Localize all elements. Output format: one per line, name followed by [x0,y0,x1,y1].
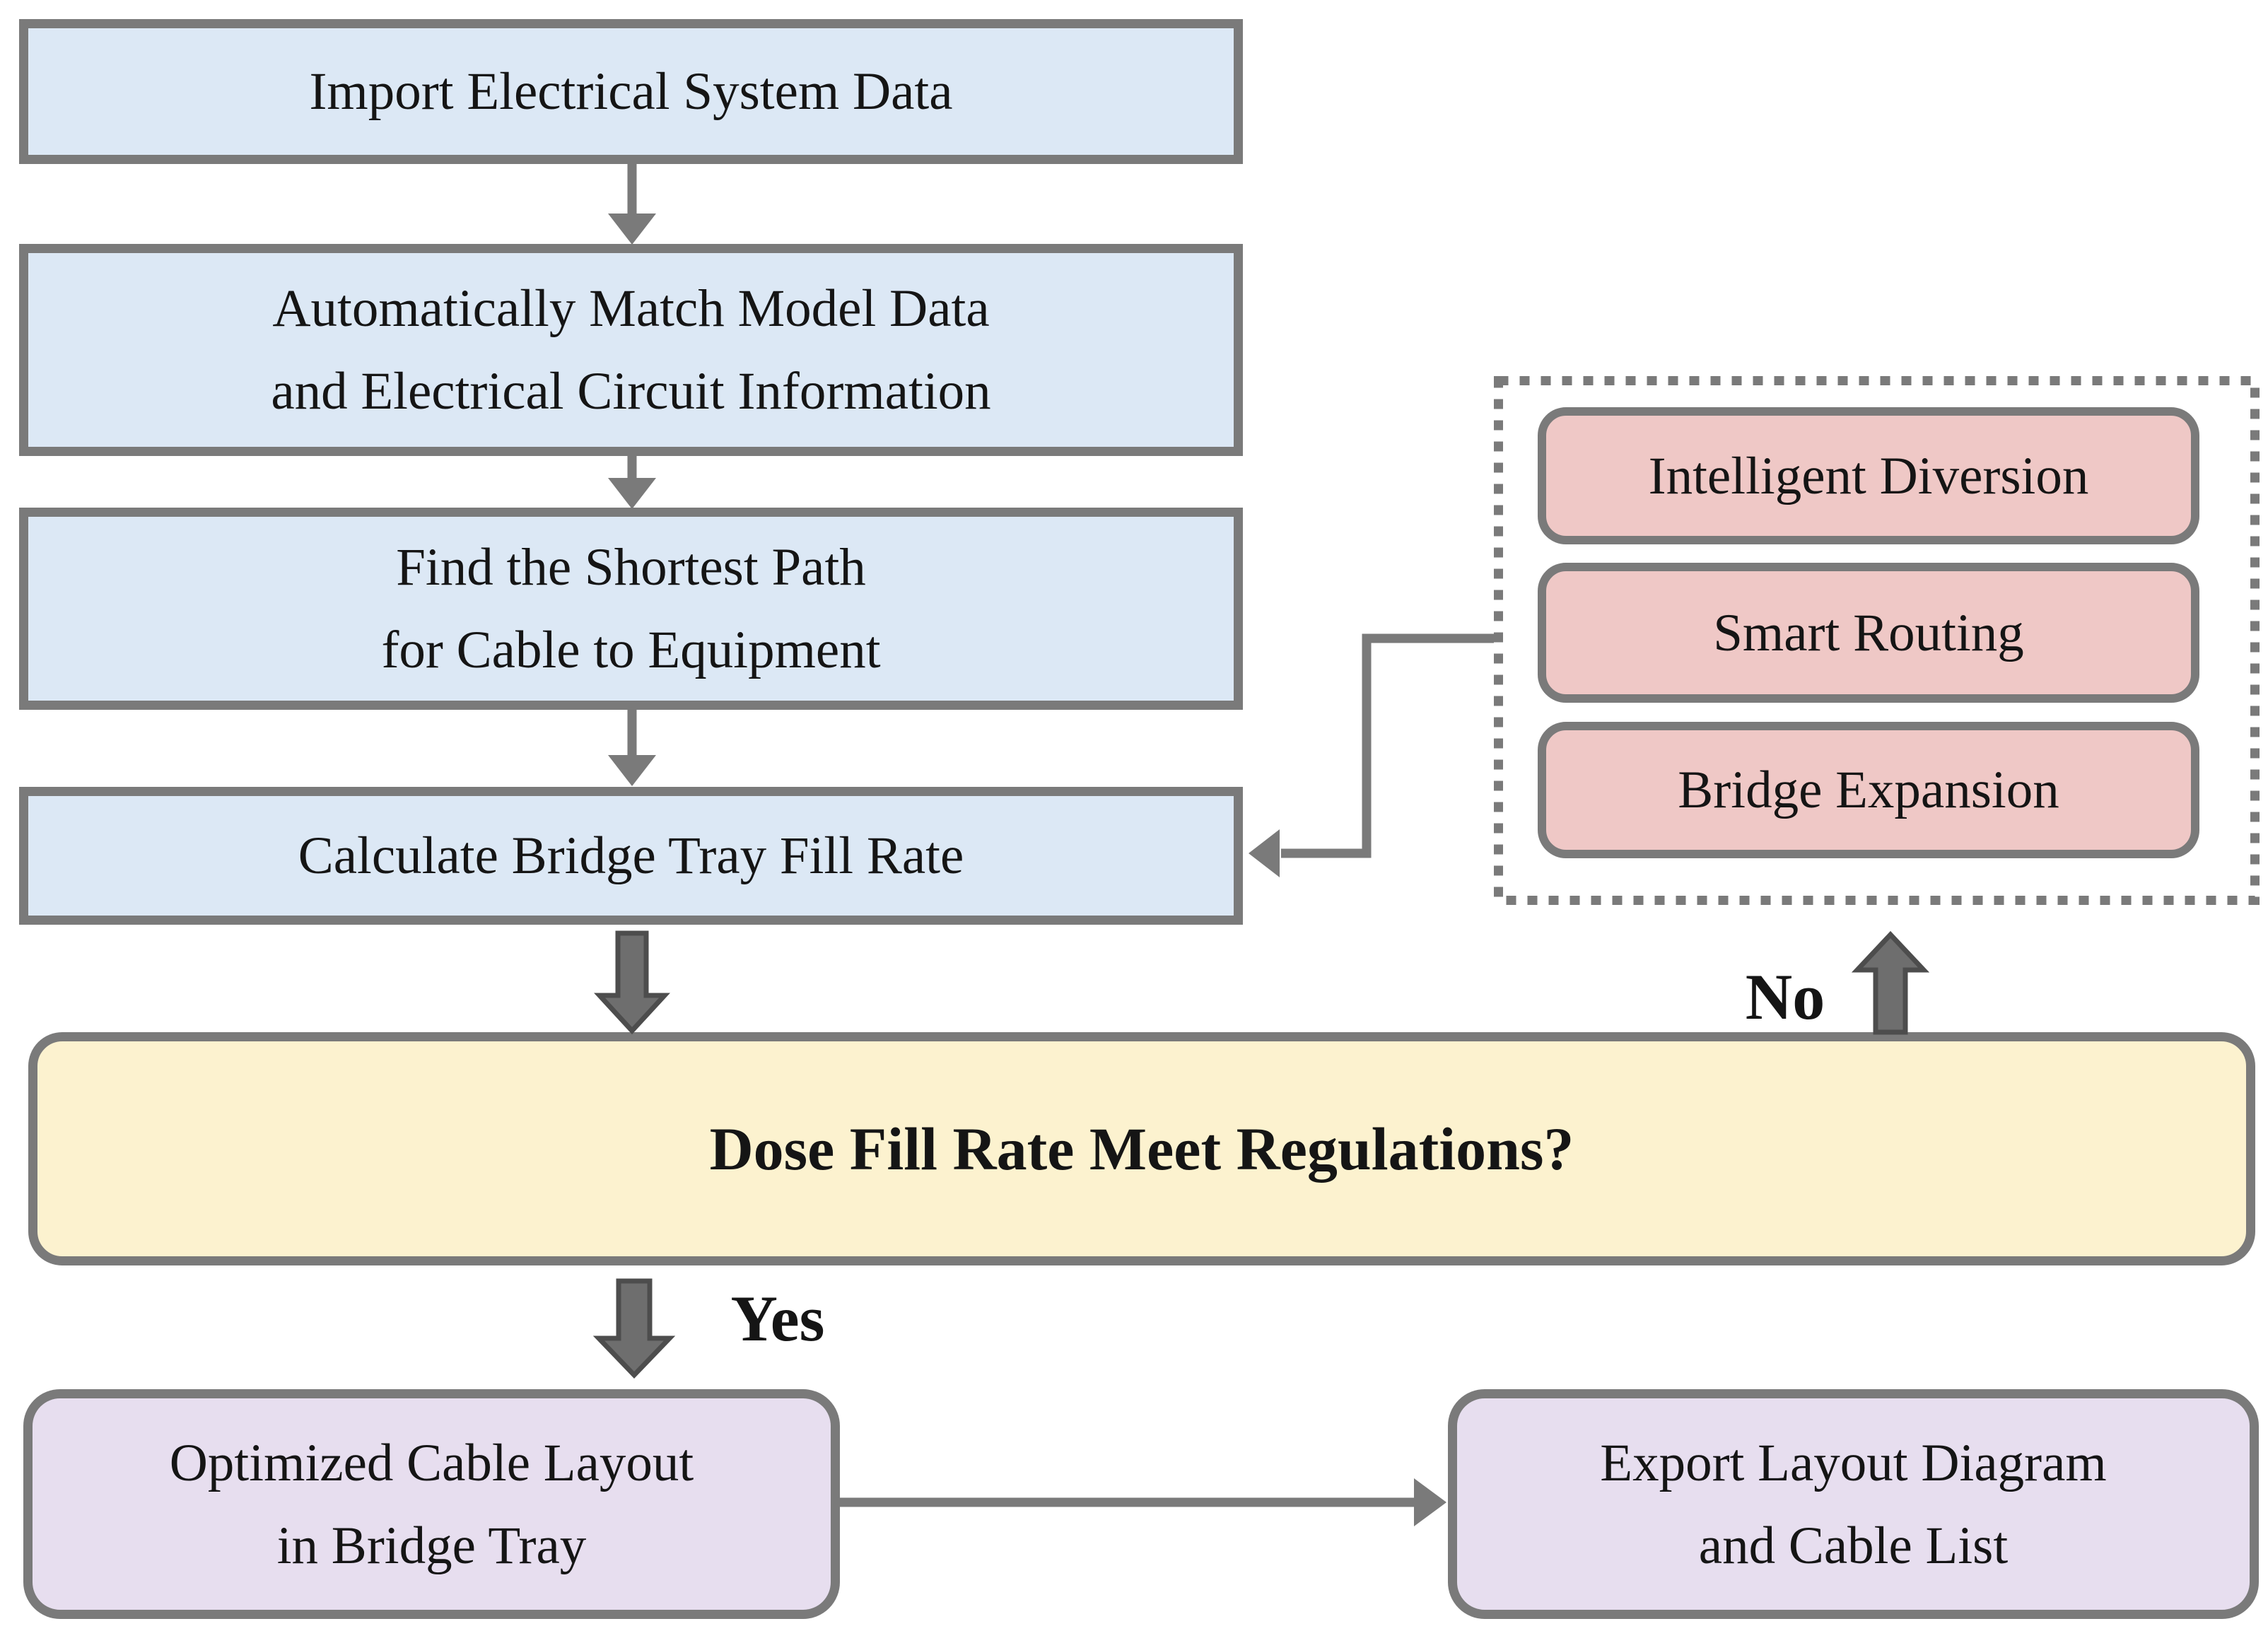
arrowhead-down-icon [608,478,656,509]
strategy-bridge-expansion: Bridge Expansion [1538,722,2199,858]
output-label: in Bridge Tray [276,1516,587,1575]
strategy-label: Bridge Expansion [1678,761,2059,819]
strategy-label: Intelligent Diversion [1648,446,2089,505]
process-step-match-model: Automatically Match Model Data and Elect… [19,244,1243,456]
strategy-smart-routing: Smart Routing [1538,563,2199,703]
output-label: and Cable List [1698,1516,2009,1575]
process-step-import-data: Import Electrical System Data [19,19,1243,164]
arrowhead-down-icon [608,214,656,245]
thick-arrow-decision-yes-down [592,1278,676,1379]
process-step-label: Automatically Match Model Data [272,279,990,338]
strategy-intelligent-diversion: Intelligent Diversion [1538,407,2199,544]
arrow-strategies-to-fill-rate [1281,633,1494,858]
process-step-label: Calculate Bridge Tray Fill Rate [298,826,964,885]
process-step-shortest-path: Find the Shortest Path for Cable to Equi… [19,508,1243,710]
process-step-label: Find the Shortest Path [396,538,866,597]
output-optimized-cable-layout: Optimized Cable Layout in Bridge Tray [23,1389,840,1619]
thick-arrow-fill-rate-to-decision [594,930,670,1035]
decision-label: Dose Fill Rate Meet Regulations? [709,1114,1574,1183]
process-step-fill-rate: Calculate Bridge Tray Fill Rate [19,787,1243,925]
process-step-label: for Cable to Equipment [381,621,881,679]
strategy-label: Smart Routing [1713,603,2024,662]
arrowhead-left-icon [1249,829,1280,877]
arrowhead-right-icon [1414,1478,1446,1526]
process-step-label: and Electrical Circuit Information [271,362,991,421]
branch-label-no: No [1745,961,1825,1033]
output-export-layout-diagram: Export Layout Diagram and Cable List [1448,1389,2259,1619]
decision-fill-rate-regulations: Dose Fill Rate Meet Regulations? [28,1032,2255,1265]
process-step-label: Import Electrical System Data [309,62,953,121]
branch-label-yes: Yes [730,1282,825,1355]
output-label: Optimized Cable Layout [169,1433,694,1492]
arrowhead-down-icon [608,755,656,786]
output-label: Export Layout Diagram [1600,1433,2107,1492]
